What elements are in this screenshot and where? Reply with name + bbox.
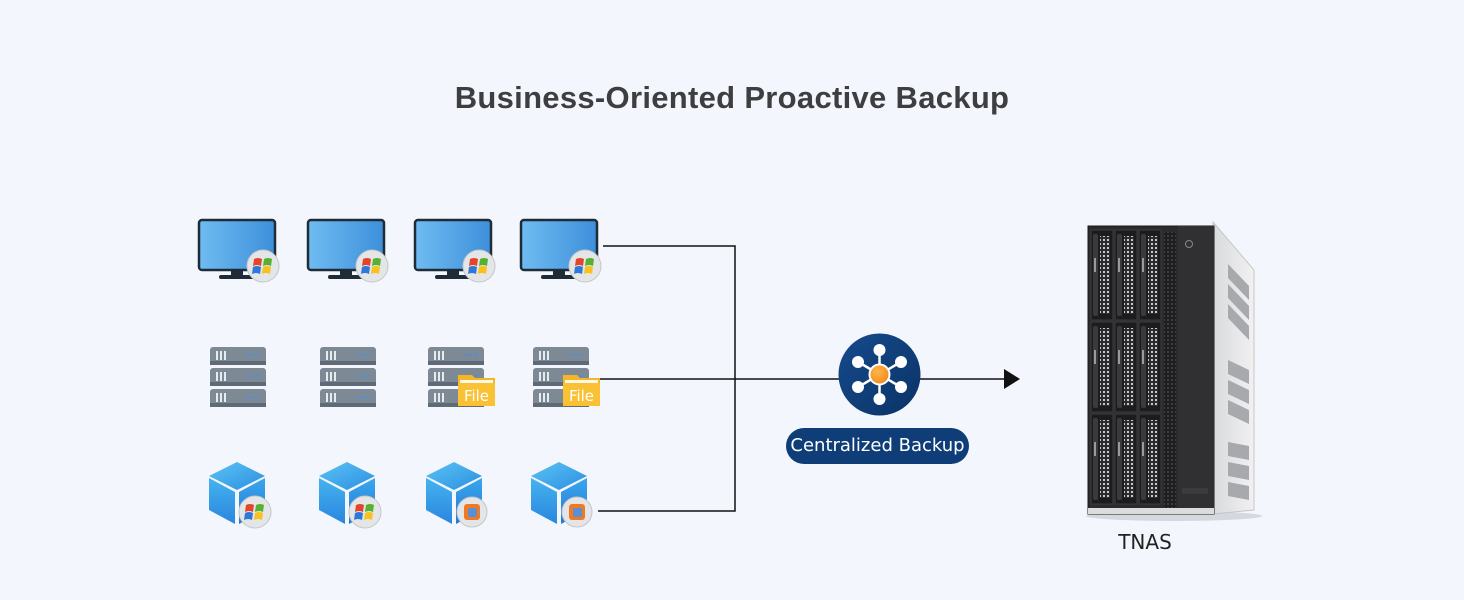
- drive-bay: [1090, 321, 1114, 413]
- virtual-machine-icon: [422, 460, 502, 532]
- page-title: Business-Oriented Proactive Backup: [454, 80, 1010, 115]
- windows-logo-icon: [238, 495, 272, 529]
- svg-text:File: File: [464, 387, 489, 405]
- pc-icon: [197, 218, 287, 288]
- drive-bay: [1090, 229, 1114, 321]
- virtual-machine-icon: [315, 460, 395, 532]
- windows-logo-icon: [348, 495, 382, 529]
- pc-icon: [519, 218, 609, 288]
- virtual-machine-icon: [205, 460, 285, 532]
- network-hub-icon: [838, 333, 921, 416]
- pc-icon: [306, 218, 396, 288]
- drive-bay: [1138, 229, 1162, 321]
- file-folder-icon: File: [563, 375, 600, 406]
- windows-logo-icon: [246, 249, 280, 283]
- centralized-backup-hub: [838, 333, 921, 416]
- server-icon: File: [426, 345, 501, 413]
- pc-icon: [413, 218, 503, 288]
- virtual-machine-icon: [527, 460, 607, 532]
- vmware-logo-icon: [456, 496, 488, 528]
- nas-tower-icon: [1086, 220, 1262, 521]
- server-icon: File: [531, 345, 606, 413]
- drive-bay: [1138, 321, 1162, 413]
- drive-bay: [1114, 229, 1138, 321]
- centralized-backup-label: Centralized Backup: [786, 428, 969, 464]
- drive-bay: [1138, 413, 1162, 505]
- server-icon: [318, 345, 393, 413]
- windows-logo-icon: [568, 249, 602, 283]
- windows-logo-icon: [462, 249, 496, 283]
- windows-logo-icon: [355, 249, 389, 283]
- server-icon: [208, 345, 283, 413]
- drive-bay: [1090, 413, 1114, 505]
- drive-bay: [1114, 321, 1138, 413]
- tnas-label: TNAS: [1118, 530, 1172, 554]
- vmware-logo-icon: [561, 496, 593, 528]
- file-folder-icon: File: [458, 375, 495, 406]
- svg-text:File: File: [569, 387, 594, 405]
- arrowhead-icon: [1004, 369, 1020, 389]
- tnas-device: [1082, 218, 1267, 523]
- drive-bay: [1114, 413, 1138, 505]
